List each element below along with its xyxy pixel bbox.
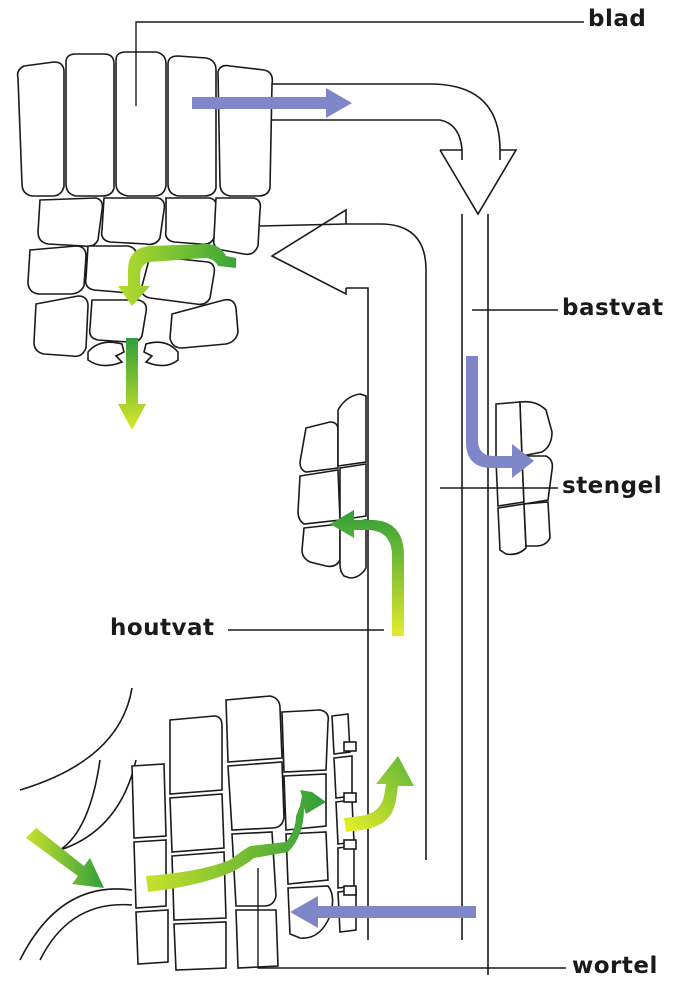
phloem-arrow-root bbox=[290, 896, 476, 928]
label-houtvat: houtvat bbox=[110, 615, 215, 641]
label-blad: blad bbox=[588, 6, 646, 32]
casparian-strip bbox=[344, 742, 356, 751]
xylem-arrow-root-entry bbox=[26, 828, 104, 888]
casparian-strip bbox=[344, 886, 356, 895]
label-stengel: stengel bbox=[562, 473, 662, 499]
casparian-strip bbox=[344, 793, 356, 802]
root-tissue bbox=[20, 688, 356, 970]
label-wortel: wortel bbox=[572, 953, 658, 979]
casparian-strip bbox=[344, 840, 356, 849]
label-bastvat: bastvat bbox=[562, 295, 664, 321]
